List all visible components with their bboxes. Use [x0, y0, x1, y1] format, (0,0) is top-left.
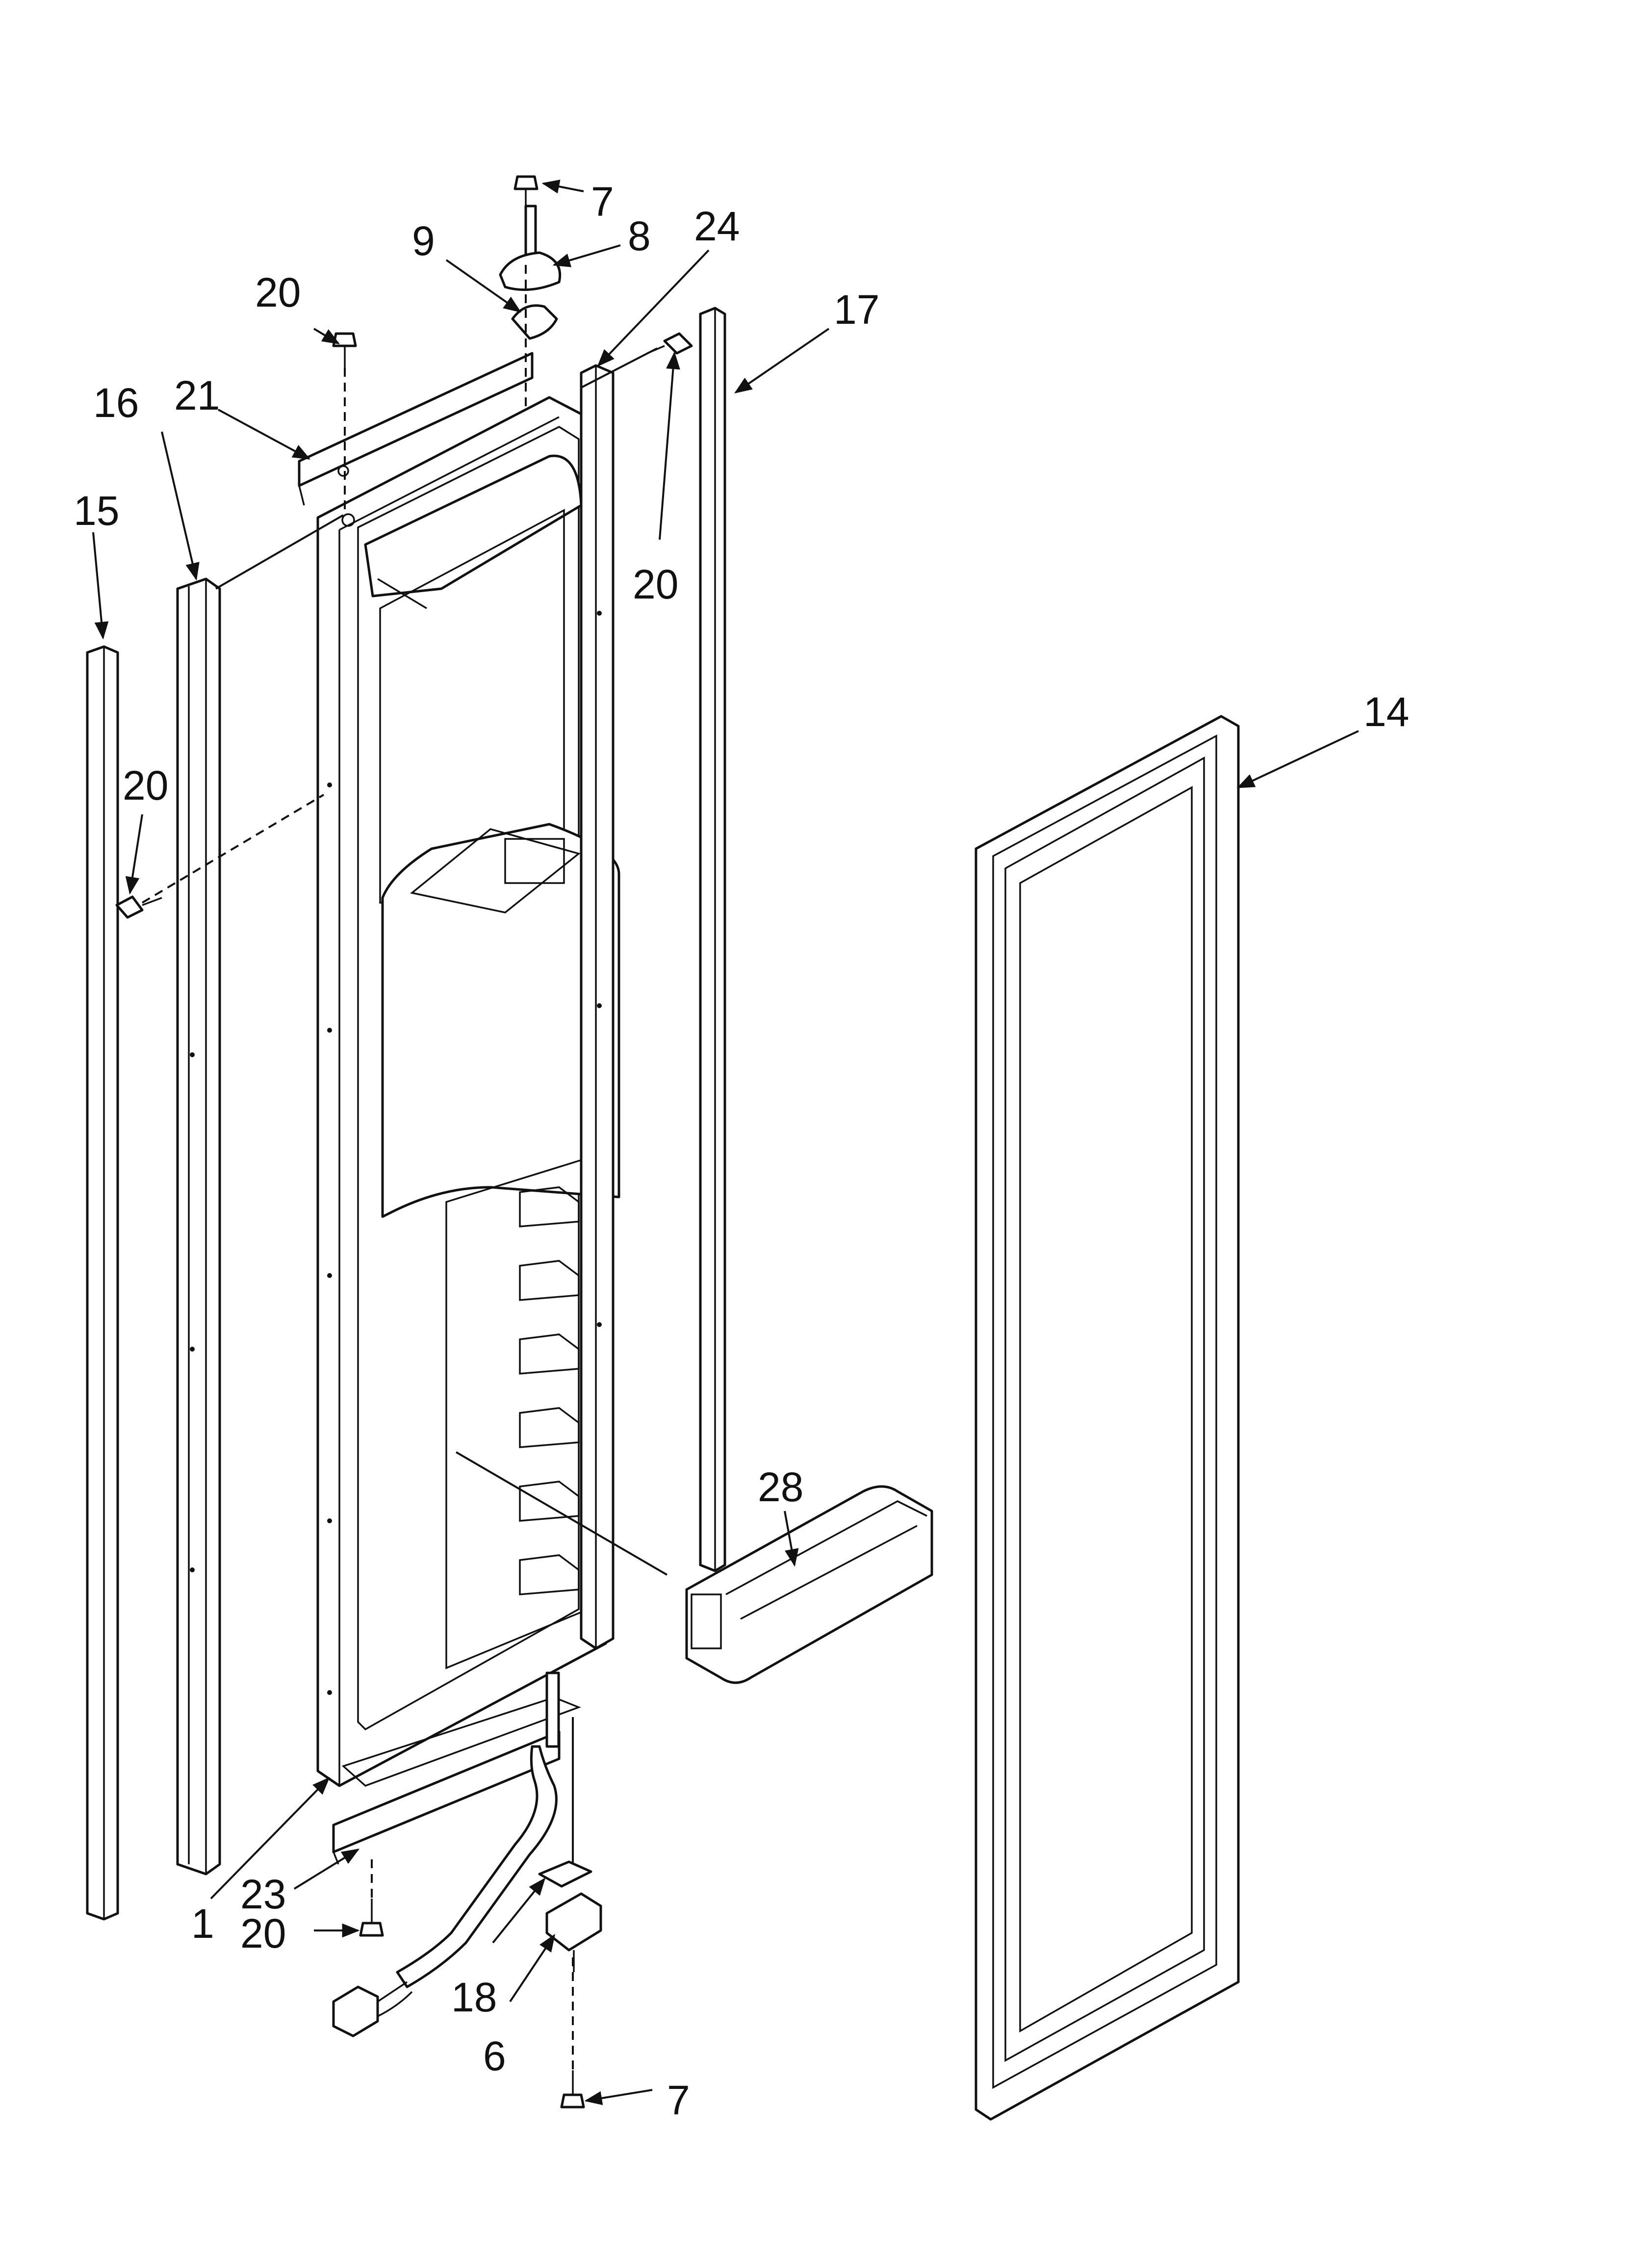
callout-1: 1: [191, 1901, 214, 1947]
callout-17: 17: [834, 287, 879, 333]
door-gasket-14: [975, 715, 1240, 2121]
callout-20-top: 20: [255, 269, 301, 315]
callout-21: 21: [174, 372, 220, 418]
callout-20-left: 20: [123, 762, 168, 808]
hinge-plate-9: [511, 304, 558, 340]
trim-strip-17: [699, 307, 726, 1572]
door-liner-1: [316, 396, 620, 1787]
door-trim-16: [176, 577, 221, 1876]
screw-20-bottom-icon: [359, 1899, 384, 1937]
top-bracket-21: [298, 352, 534, 527]
screw-7-bottom-icon: [560, 2070, 585, 2109]
callout-20-bottom: 20: [240, 1910, 286, 1956]
callout-8: 8: [628, 213, 651, 259]
callout-28: 28: [758, 1464, 803, 1510]
screw-20-top-icon: [332, 332, 357, 368]
screw-20-left-icon: [115, 895, 162, 919]
callout-9: 9: [412, 218, 435, 264]
assembly-lines: [141, 265, 668, 2070]
hinge-8: [499, 205, 562, 291]
callout-7-bottom: 7: [667, 2077, 690, 2123]
callout-18: 18: [451, 1974, 497, 2020]
shim-18: [538, 1860, 592, 1888]
callout-7-top: 7: [591, 179, 614, 225]
callout-20-right: 20: [633, 561, 678, 607]
callout-14: 14: [1363, 689, 1409, 735]
water-tube: [332, 1671, 560, 2037]
callout-23: 23: [240, 1871, 286, 1917]
callout-24: 24: [694, 203, 740, 249]
callout-15: 15: [74, 488, 119, 534]
trim-strip-15: [86, 645, 119, 1921]
callout-6: 6: [483, 2033, 506, 2079]
shelf-hooks: [519, 1186, 580, 1595]
screw-7-top-icon: [513, 175, 539, 211]
door-bin-28: [685, 1485, 933, 1684]
callout-16: 16: [93, 380, 139, 426]
callout-labels: 7 8 24 9 20 17 16 21 15 20 14 20 28 1 23…: [74, 179, 1409, 2123]
door-trim-24: [580, 364, 615, 1650]
leader-arrows: [92, 180, 1359, 2106]
